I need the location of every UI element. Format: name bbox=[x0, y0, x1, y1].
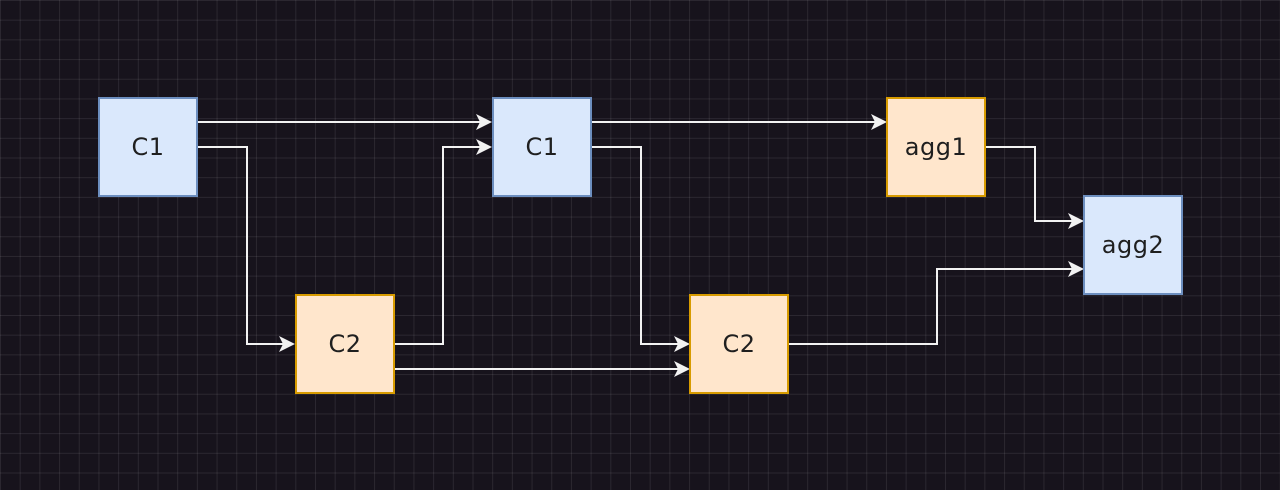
node-c2-second[interactable]: C2 bbox=[689, 294, 789, 394]
node-agg2[interactable]: agg2 bbox=[1083, 195, 1183, 295]
edge-c1-first-to-c2-first[interactable] bbox=[198, 146, 295, 352]
node-c2-first[interactable]: C2 bbox=[295, 294, 395, 394]
node-label: C2 bbox=[328, 330, 362, 358]
node-label: C1 bbox=[131, 133, 165, 161]
edge-c2-first-to-c1-second[interactable] bbox=[395, 139, 492, 345]
edge-c1-first-to-c1-second[interactable] bbox=[198, 114, 492, 130]
edge-agg1-to-agg2[interactable] bbox=[986, 146, 1084, 229]
node-label: agg2 bbox=[1101, 231, 1165, 259]
node-label: agg1 bbox=[904, 133, 968, 161]
node-label: C1 bbox=[525, 133, 559, 161]
node-c1-first[interactable]: C1 bbox=[98, 97, 198, 197]
node-label: C2 bbox=[722, 330, 756, 358]
edge-c2-first-to-c2-second[interactable] bbox=[395, 361, 690, 377]
edge-c1-second-to-agg1[interactable] bbox=[592, 114, 887, 130]
node-c1-second[interactable]: C1 bbox=[492, 97, 592, 197]
edge-c1-second-to-c2-second[interactable] bbox=[592, 146, 690, 352]
node-agg1[interactable]: agg1 bbox=[886, 97, 986, 197]
edge-c2-second-to-agg2[interactable] bbox=[789, 261, 1084, 345]
